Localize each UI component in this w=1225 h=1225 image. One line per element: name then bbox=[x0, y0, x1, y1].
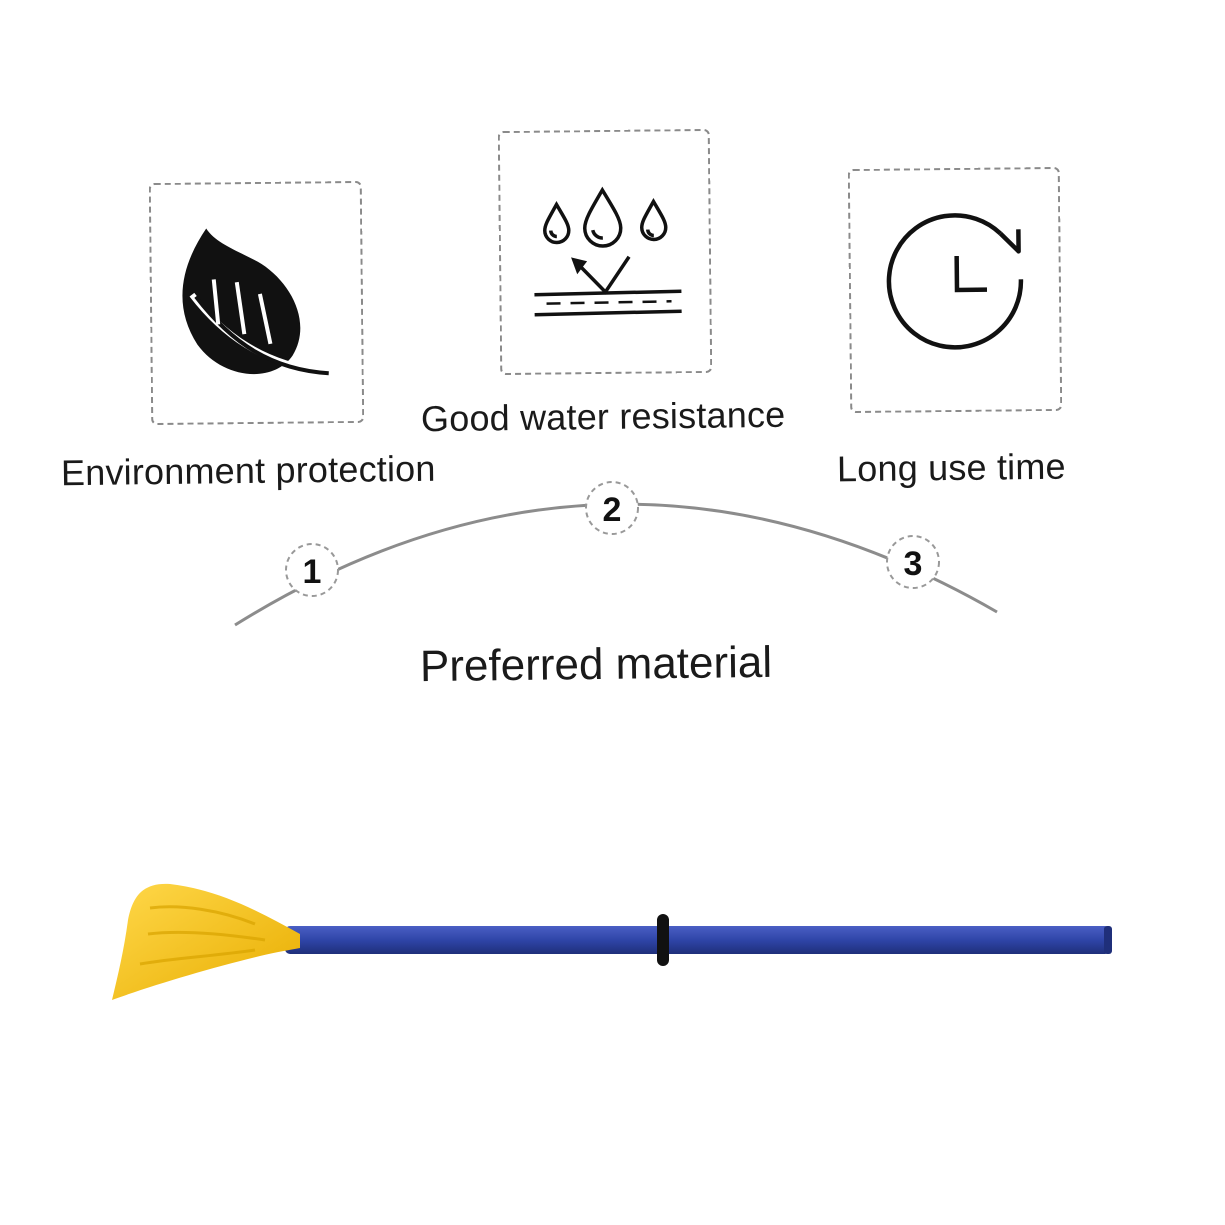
step-number-1: 1 bbox=[303, 553, 322, 591]
water-drops-icon bbox=[534, 186, 682, 317]
paddle-connector-ring bbox=[657, 914, 669, 966]
paddle-image bbox=[112, 883, 1112, 1000]
step-marker-2: 2 bbox=[585, 481, 639, 535]
feature-card-water-resistance bbox=[497, 128, 713, 376]
paddle-blade bbox=[112, 883, 300, 1000]
paddle-shaft bbox=[285, 926, 1110, 954]
feature-arc: 1 2 3 bbox=[234, 481, 998, 627]
feature-card-long-use bbox=[847, 166, 1063, 414]
step-number-2: 2 bbox=[603, 491, 622, 529]
clock-icon bbox=[886, 213, 1024, 350]
step-marker-3: 3 bbox=[886, 535, 940, 589]
step-marker-1: 1 bbox=[285, 543, 339, 597]
feature-card-environment bbox=[148, 180, 365, 426]
leaf-icon bbox=[182, 228, 329, 376]
section-title: Preferred material bbox=[419, 637, 773, 692]
step-number-3: 3 bbox=[904, 545, 923, 583]
